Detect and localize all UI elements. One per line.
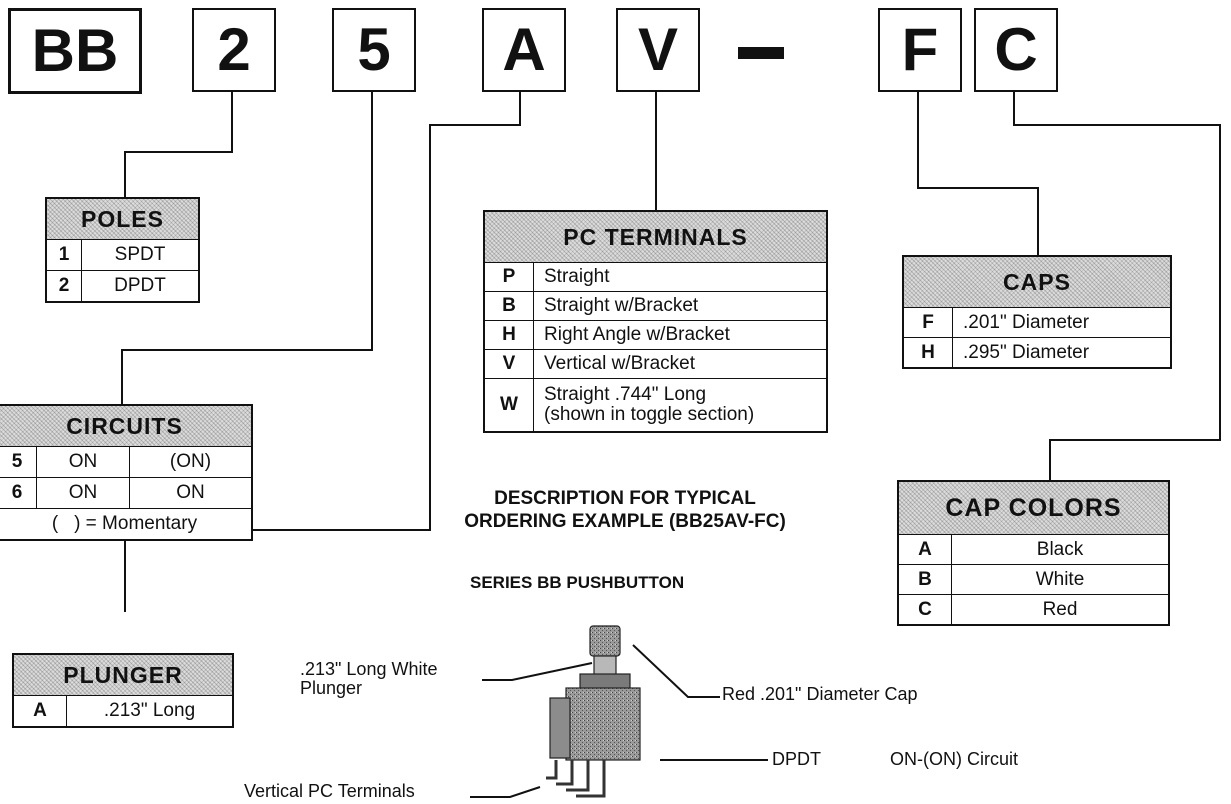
circuits-pos-a: ON [36, 446, 130, 478]
table-row: F .201" Diameter [902, 307, 1172, 338]
description-line-1: DESCRIPTION FOR TYPICAL [494, 488, 756, 509]
table-row: H Right Angle w/Bracket [483, 320, 828, 350]
plunger-value: .213" Long [66, 695, 234, 728]
caps-title: CAPS [902, 255, 1172, 308]
pc-terminals-value: Right Angle w/Bracket [533, 320, 828, 350]
switch-body-shape [565, 687, 641, 761]
pc-terminals-title: PC TERMINALS [483, 210, 828, 263]
table-row: 1 SPDT [45, 239, 200, 271]
circuits-note: ( ) = Momentary [0, 508, 253, 541]
plunger-key: A [12, 695, 67, 728]
circuits-pos-a: ON [36, 477, 130, 509]
pc-terminals-table: PC TERMINALS P Straight B Straight w/Bra… [483, 210, 828, 433]
plunger-table: PLUNGER A .213" Long [12, 653, 234, 728]
table-row: C Red [897, 594, 1170, 626]
pc-terminals-key: P [483, 262, 534, 292]
circuits-key: 6 [0, 477, 37, 509]
callout-plunger: .213" Long White Plunger [300, 660, 437, 698]
poles-table: POLES 1 SPDT 2 DPDT [45, 197, 200, 303]
code-box-cap-colors: C [974, 8, 1058, 92]
table-row: B White [897, 564, 1170, 595]
caps-table: CAPS F .201" Diameter H .295" Diameter [902, 255, 1172, 369]
table-row: V Vertical w/Bracket [483, 349, 828, 379]
table-row: B Straight w/Bracket [483, 291, 828, 321]
caps-value: .295" Diameter [952, 337, 1172, 369]
cap-colors-table: CAP COLORS A Black B White C Red [897, 480, 1170, 626]
series-title: SERIES BB PUSHBUTTON [470, 573, 685, 592]
caps-key: F [902, 307, 953, 338]
cap-colors-key: C [897, 594, 952, 626]
poles-key: 1 [45, 239, 82, 271]
pc-terminals-key: H [483, 320, 534, 350]
pc-terminals-value-note: (shown in toggle section) [544, 404, 755, 425]
callout-plunger-line2: Plunger [300, 678, 363, 698]
circuits-pos-b: ON [128, 477, 253, 509]
callout-terminals: Vertical PC Terminals [244, 781, 415, 801]
poles-value: DPDT [81, 270, 200, 303]
cap-colors-title: CAP COLORS [897, 480, 1170, 535]
caps-key: H [902, 337, 953, 369]
table-row: P Straight [483, 262, 828, 292]
callout-circuit: ON-(ON) Circuit [890, 749, 1018, 769]
table-row: 6 ON ON [0, 477, 253, 509]
pc-terminals-key: W [483, 378, 534, 433]
circuits-table: CIRCUITS 5 ON (ON) 6 ON ON ( ) = Momenta… [0, 404, 253, 541]
code-box-poles: 2 [192, 8, 276, 92]
pc-terminals-value: Vertical w/Bracket [533, 349, 828, 379]
table-row: A .213" Long [12, 695, 234, 728]
circuits-pos-b: (ON) [128, 446, 253, 478]
caps-value: .201" Diameter [952, 307, 1172, 338]
pc-terminals-value: Straight .744" Long [544, 384, 707, 405]
table-row: 2 DPDT [45, 270, 200, 303]
plunger-title: PLUNGER [12, 653, 234, 696]
table-row: W Straight .744" Long (shown in toggle s… [483, 378, 828, 433]
pc-terminal-pins [546, 760, 606, 798]
callout-dpdt: DPDT [772, 749, 821, 769]
circuits-title: CIRCUITS [0, 404, 253, 447]
pc-terminals-key: B [483, 291, 534, 321]
callout-plunger-line1: .213" Long White [300, 659, 438, 679]
cap-colors-value: Red [951, 594, 1170, 626]
table-row: 5 ON (ON) [0, 446, 253, 478]
code-box-series: BB [8, 8, 142, 94]
pc-terminals-value: Straight [533, 262, 828, 292]
table-row: H .295" Diameter [902, 337, 1172, 369]
cap-colors-value: Black [951, 534, 1170, 565]
code-box-plunger: A [482, 8, 566, 92]
code-box-circuits: 5 [332, 8, 416, 92]
cap-shape [589, 625, 621, 657]
circuits-key: 5 [0, 446, 37, 478]
poles-title: POLES [45, 197, 200, 240]
cap-colors-key: A [897, 534, 952, 565]
cap-colors-key: B [897, 564, 952, 595]
description-line-2: ORDERING EXAMPLE (BB25AV-FC) [464, 511, 786, 532]
poles-key: 2 [45, 270, 82, 303]
description-heading: DESCRIPTION FOR TYPICAL ORDERING EXAMPLE… [395, 487, 855, 533]
callout-cap: Red .201" Diameter Cap [722, 684, 918, 704]
pc-terminals-key: V [483, 349, 534, 379]
code-box-caps: F [878, 8, 962, 92]
code-box-pc-terminals: V [616, 8, 700, 92]
code-dash [738, 47, 784, 59]
pc-terminals-value: Straight w/Bracket [533, 291, 828, 321]
cap-colors-value: White [951, 564, 1170, 595]
poles-value: SPDT [81, 239, 200, 271]
pushbutton-illustration [546, 625, 641, 798]
table-row: A Black [897, 534, 1170, 565]
